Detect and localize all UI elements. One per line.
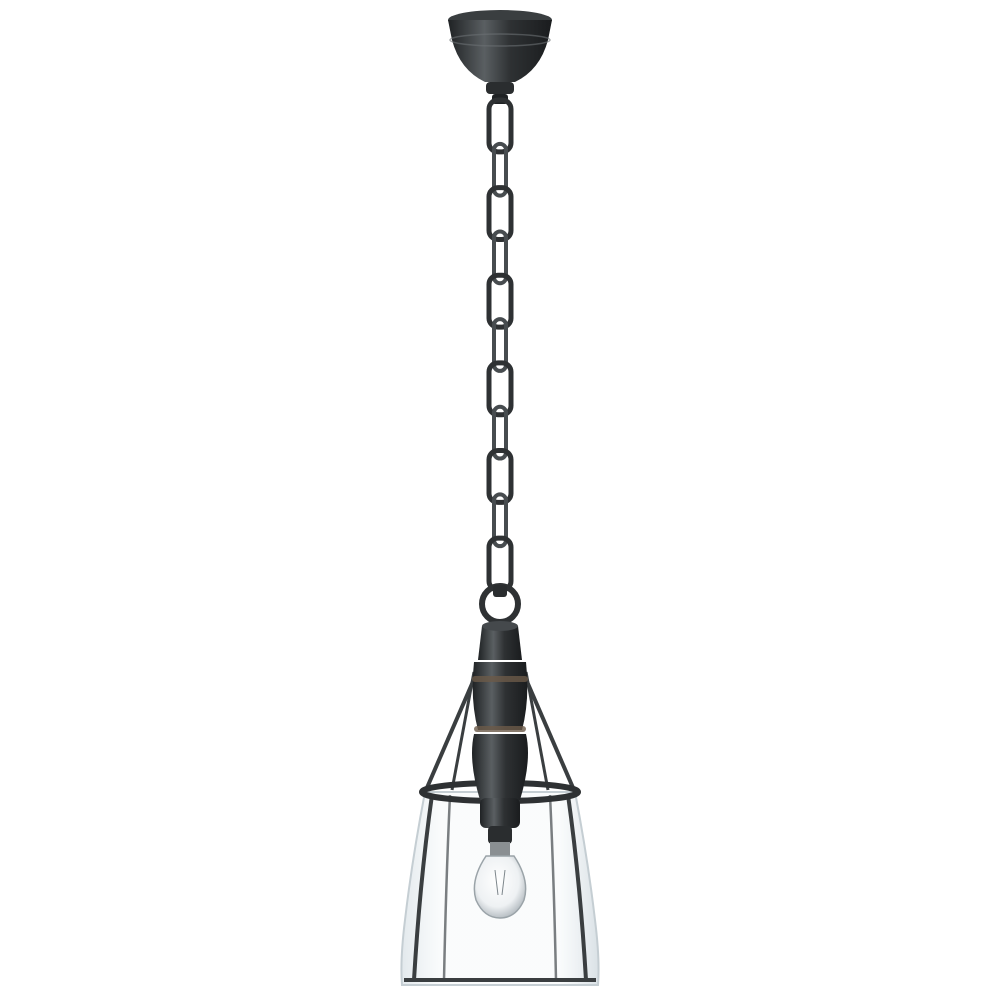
chain-link bbox=[492, 317, 508, 373]
chain-link bbox=[492, 141, 508, 198]
chain-link bbox=[486, 448, 514, 505]
chain-link bbox=[492, 492, 508, 549]
chain-link bbox=[492, 229, 508, 286]
socket-housing bbox=[472, 621, 528, 844]
ceiling-canopy bbox=[448, 10, 552, 104]
cage-frame bbox=[424, 669, 576, 791]
chain-link bbox=[492, 404, 508, 461]
light-bulb bbox=[473, 842, 527, 919]
chain-link bbox=[486, 97, 514, 155]
chain-link bbox=[486, 272, 514, 330]
chain-link bbox=[486, 185, 514, 242]
chain-link bbox=[486, 360, 514, 418]
loop-connector bbox=[479, 583, 521, 625]
chain bbox=[486, 97, 514, 593]
